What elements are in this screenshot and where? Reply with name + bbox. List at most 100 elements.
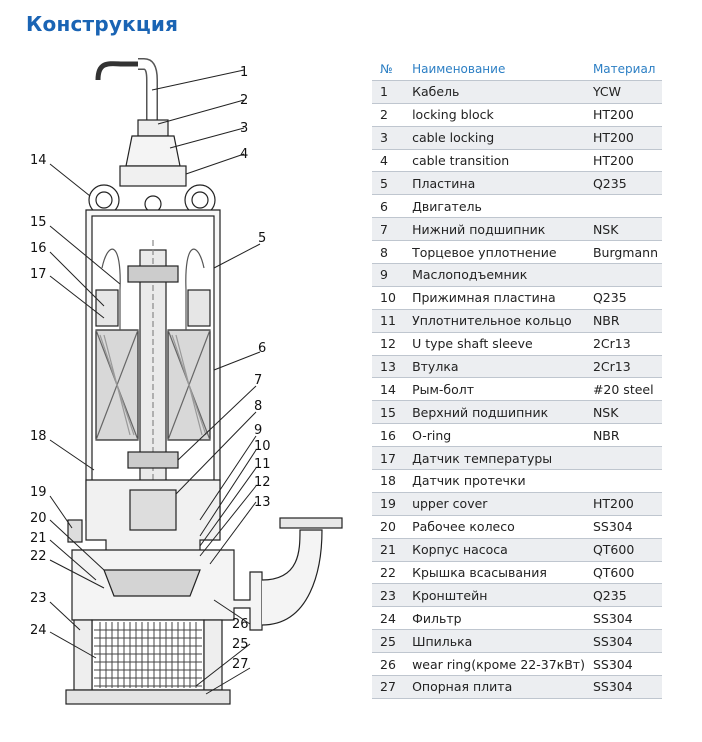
row-material: SS304 — [588, 675, 662, 699]
row-material: HT200 — [588, 149, 662, 173]
row-number: 9 — [372, 263, 409, 287]
row-number: 23 — [372, 583, 409, 608]
pump-cross-section-diagram: 1 2 3 4 5 6 7 8 9 10 11 12 13 14 15 16 1… — [0, 40, 370, 740]
callout-13: 13 — [254, 495, 271, 510]
cable-transition-drawing — [119, 165, 187, 187]
row-name: Шпилька — [408, 629, 589, 654]
row-name: Втулка — [408, 355, 589, 379]
row-material: NBR — [588, 309, 662, 333]
callout-21: 21 — [30, 531, 47, 546]
row-material: HT200 — [588, 103, 662, 127]
row-name: U type shaft sleeve — [408, 332, 589, 356]
callout-27: 27 — [232, 657, 249, 672]
row-number: 18 — [372, 469, 409, 493]
base-plate-drawing — [65, 689, 231, 705]
row-material: Q235 — [588, 583, 662, 608]
row-number: 12 — [372, 332, 409, 356]
row-material: NBR — [588, 423, 662, 448]
row-material: QT600 — [588, 538, 662, 562]
row-name: Рабочее колесо — [408, 515, 589, 539]
row-material: 2Cr13 — [588, 332, 662, 356]
row-name: Кронштейн — [408, 583, 589, 608]
row-number: 26 — [372, 652, 409, 677]
row-material: Q235 — [588, 286, 662, 310]
row-material: #20 steel — [588, 377, 662, 402]
callout-7: 7 — [254, 373, 262, 388]
row-name: O-ring — [408, 423, 589, 448]
header-number: № — [372, 58, 409, 81]
row-name: Двигатель — [408, 194, 589, 219]
row-material: Q235 — [588, 171, 662, 196]
row-name: Нижний подшипник — [408, 217, 589, 242]
upper-bearing-drawing — [127, 265, 179, 283]
callout-24: 24 — [30, 623, 47, 638]
row-material: YCW — [588, 80, 662, 104]
callout-23: 23 — [30, 591, 47, 606]
row-number: 2 — [372, 103, 409, 127]
row-material: Burgmann — [588, 240, 662, 265]
row-name: cable transition — [408, 149, 589, 173]
row-name: Верхний подшипник — [408, 400, 589, 425]
row-material: 2Cr13 — [588, 355, 662, 379]
callout-14: 14 — [30, 153, 47, 168]
row-name: upper cover — [408, 492, 589, 516]
row-name: locking block — [408, 103, 589, 127]
row-name: Кабель — [408, 80, 589, 104]
callout-1: 1 — [240, 65, 248, 80]
row-name: cable locking — [408, 126, 589, 150]
row-number: 7 — [372, 217, 409, 242]
row-number: 14 — [372, 377, 409, 402]
discharge-elbow-drawing — [261, 529, 323, 626]
header-name: Наименование — [408, 58, 589, 81]
row-material: HT200 — [588, 492, 662, 516]
row-number: 17 — [372, 446, 409, 471]
row-number: 21 — [372, 538, 409, 562]
row-name: Рым-болт — [408, 377, 589, 402]
row-name: Корпус насоса — [408, 538, 589, 562]
callout-6: 6 — [258, 341, 266, 356]
row-number: 22 — [372, 561, 409, 585]
row-number: 25 — [372, 629, 409, 654]
row-number: 4 — [372, 149, 409, 173]
page-title: Конструкция — [26, 12, 179, 36]
row-material — [588, 469, 662, 493]
row-name: Опорная плита — [408, 675, 589, 699]
impeller-drawing — [103, 569, 201, 597]
callout-10: 10 — [254, 439, 271, 454]
row-material: SS304 — [588, 606, 662, 631]
row-name: Уплотнительное кольцо — [408, 309, 589, 333]
row-name: Фильтр — [408, 606, 589, 631]
row-name: Крышка всасывания — [408, 561, 589, 585]
row-number: 8 — [372, 240, 409, 265]
mechanical-seal-drawing — [129, 489, 177, 531]
callout-16: 16 — [30, 241, 47, 256]
row-number: 19 — [372, 492, 409, 516]
row-number: 24 — [372, 606, 409, 631]
callout-4: 4 — [240, 147, 248, 162]
row-material: NSK — [588, 217, 662, 242]
row-name: Торцевое уплотнение — [408, 240, 589, 265]
row-material: SS304 — [588, 515, 662, 539]
row-name: Маслоподъемник — [408, 263, 589, 287]
parts-table-header: № Наименование Материал — [372, 58, 662, 81]
row-material — [588, 194, 662, 219]
callout-17: 17 — [30, 267, 47, 282]
callout-18: 18 — [30, 429, 47, 444]
row-number: 1 — [372, 80, 409, 104]
